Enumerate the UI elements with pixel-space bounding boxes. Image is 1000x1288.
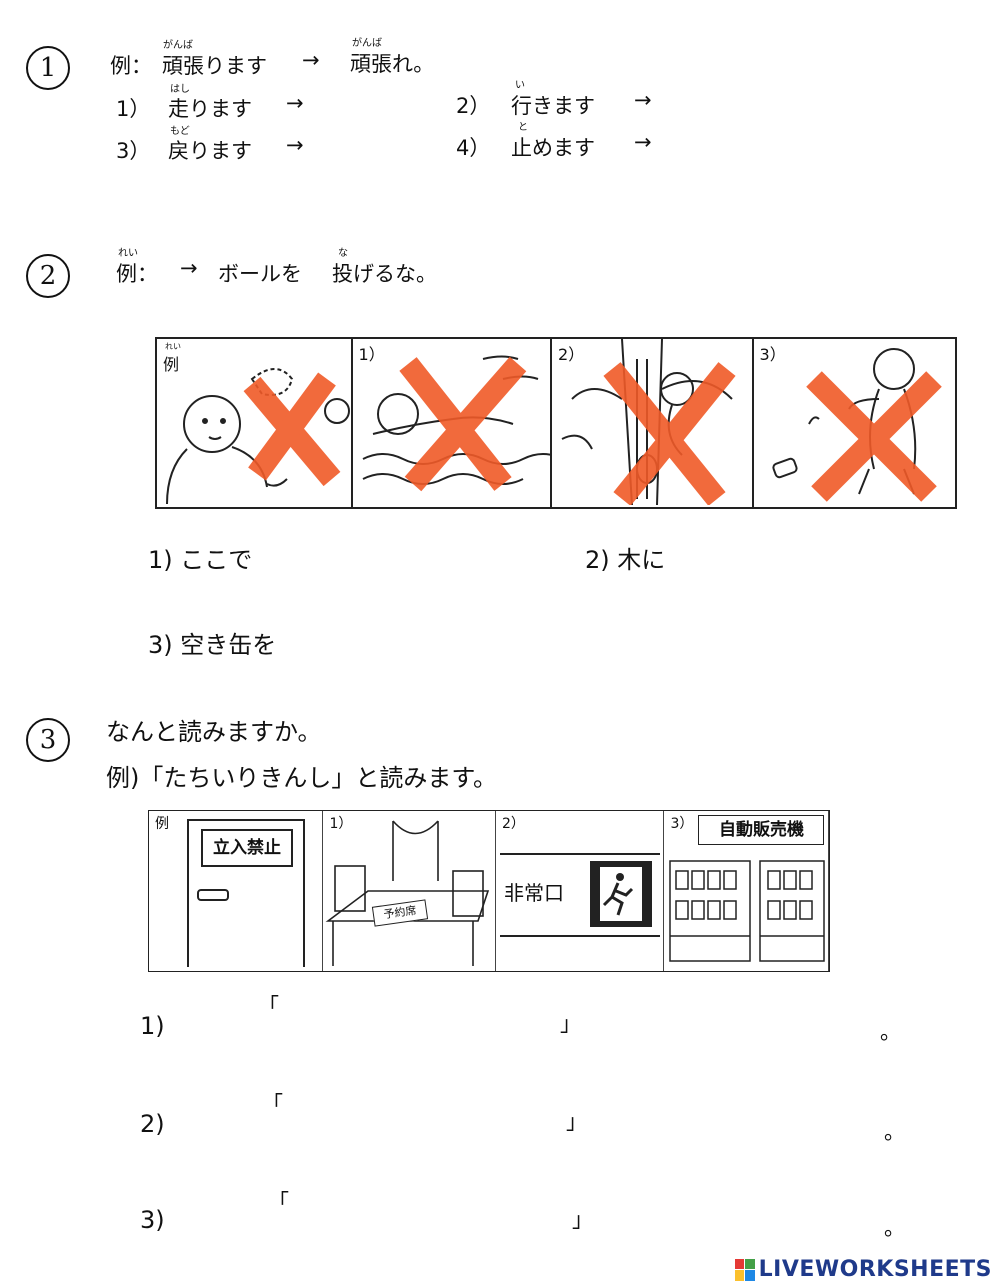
item-4-ruby: と bbox=[518, 122, 528, 133]
door bbox=[187, 819, 305, 967]
sign-panel-3: 3） 自動販売機 bbox=[664, 811, 829, 971]
panel-example-ruby: れい bbox=[165, 342, 181, 351]
example2-text2: 投げるな。 bbox=[332, 262, 437, 286]
item-1-arrow: → bbox=[286, 91, 304, 115]
swimming-boy-illustration bbox=[362, 355, 551, 492]
liveworksheets-logo[interactable]: LIVEWORKSHEETS bbox=[734, 1257, 992, 1282]
answer-3-num: 3) bbox=[140, 1206, 165, 1234]
prohibition-panels: れい 例 1） bbox=[155, 337, 957, 509]
prompt-1: 1) ここで bbox=[148, 546, 253, 574]
item-3-num: 3） bbox=[116, 139, 151, 163]
sign-panel-example: 例 立入禁止 bbox=[149, 811, 324, 971]
sign-panel-3-label: 3） bbox=[670, 816, 694, 832]
sign-panel-2: 2） 非常口 bbox=[496, 811, 665, 971]
sign-panel-1: 1） 予約席 bbox=[323, 811, 496, 971]
prompt-2: 2) 木に bbox=[585, 546, 666, 574]
panel-1-label: 1） bbox=[358, 345, 385, 364]
sign-panel-1-label: 1） bbox=[329, 816, 353, 832]
sign-panel-2-label: 2） bbox=[501, 816, 525, 832]
item-1-verb: 走ります bbox=[168, 97, 252, 121]
answer-3-close: 」 bbox=[572, 1208, 593, 1232]
item-1-num: 1） bbox=[116, 97, 151, 121]
example2-ruby: れい bbox=[118, 248, 138, 259]
boy-throwing-ball-illustration bbox=[166, 368, 350, 505]
item-4-arrow: → bbox=[634, 130, 652, 154]
example-label: 例： bbox=[110, 54, 152, 78]
panel-2: 2） bbox=[552, 339, 754, 507]
answer-2-close: 」 bbox=[566, 1110, 587, 1134]
answer-1-close: 」 bbox=[560, 1012, 581, 1036]
panel-1: 1） bbox=[353, 339, 553, 507]
boy-littering-can-illustration bbox=[771, 348, 942, 502]
panel-example-label: 例 bbox=[163, 355, 180, 374]
section-3-question: なんと読みますか。 bbox=[106, 718, 322, 746]
sign-panel-example-label: 例 bbox=[155, 816, 169, 832]
answer-1-num: 1) bbox=[140, 1012, 165, 1040]
example2-label: 例： bbox=[116, 262, 158, 286]
door-handle-icon bbox=[197, 889, 229, 901]
example-verb-ruby: がんば bbox=[163, 40, 193, 51]
item-2-arrow: → bbox=[634, 88, 652, 112]
answer-2-end: 。 bbox=[884, 1120, 905, 1144]
item-1-ruby: はし bbox=[170, 84, 190, 95]
example-answer-ruby: がんば bbox=[352, 38, 382, 49]
panel-3-label: 3） bbox=[759, 345, 786, 364]
panel-example: れい 例 bbox=[157, 339, 353, 507]
section-3-example: 例)「たちいりきんし」と読みます。 bbox=[106, 764, 497, 792]
item-2-ruby: い bbox=[515, 80, 525, 91]
restaurant-table-illustration bbox=[326, 820, 490, 966]
panel-2-label: 2） bbox=[558, 345, 585, 364]
section-3-number: 3 bbox=[26, 718, 70, 762]
example-answer: 頑張れ。 bbox=[350, 52, 435, 76]
answer-3-open: 「 bbox=[268, 1190, 289, 1214]
prompt-3: 3) 空き缶を bbox=[148, 631, 277, 659]
boy-climbing-tree-illustration bbox=[561, 339, 736, 506]
item-2-num: 2） bbox=[456, 94, 491, 118]
answer-1-field[interactable] bbox=[290, 1000, 550, 1026]
running-man-icon bbox=[589, 861, 652, 927]
example2-arrow: → bbox=[180, 256, 198, 280]
item-3-verb: 戻ります bbox=[168, 139, 252, 163]
answer-1-open: 「 bbox=[258, 994, 279, 1018]
vending-machine-illustration bbox=[669, 860, 826, 962]
example-verb: 頑張ります bbox=[162, 54, 267, 78]
answer-1-end: 。 bbox=[880, 1020, 901, 1044]
answer-3-end: 。 bbox=[884, 1216, 905, 1240]
sign-emergency-exit: 非常口 bbox=[503, 881, 564, 905]
answer-2-num: 2) bbox=[140, 1110, 165, 1138]
item-3-arrow: → bbox=[286, 133, 304, 157]
exit-sign-frame bbox=[499, 853, 660, 937]
item-4-verb: 止めます bbox=[511, 136, 595, 160]
sign-vending-machine: 自動販売機 bbox=[698, 815, 825, 845]
example-arrow: → bbox=[302, 48, 320, 72]
example2-text1: ボールを bbox=[218, 262, 302, 286]
answer-2-field[interactable] bbox=[294, 1098, 556, 1124]
item-3-ruby: もど bbox=[170, 126, 190, 137]
sign-no-entry: 立入禁止 bbox=[201, 829, 293, 867]
item-2-verb: 行きます bbox=[511, 94, 595, 118]
logo-grid-icon bbox=[734, 1258, 755, 1281]
section-1-number: 1 bbox=[26, 46, 70, 90]
section-2-number: 2 bbox=[26, 254, 70, 298]
example2-ruby-nage: な bbox=[338, 248, 348, 259]
answer-3-field[interactable] bbox=[300, 1196, 562, 1222]
panel-3: 3） bbox=[754, 339, 955, 507]
logo-text: LIVEWORKSHEETS bbox=[758, 1257, 992, 1282]
answer-2-open: 「 bbox=[262, 1092, 283, 1116]
item-4-num: 4） bbox=[456, 136, 491, 160]
sign-panels: 例 立入禁止 1） 予約席 2） 非常口 bbox=[148, 810, 830, 972]
